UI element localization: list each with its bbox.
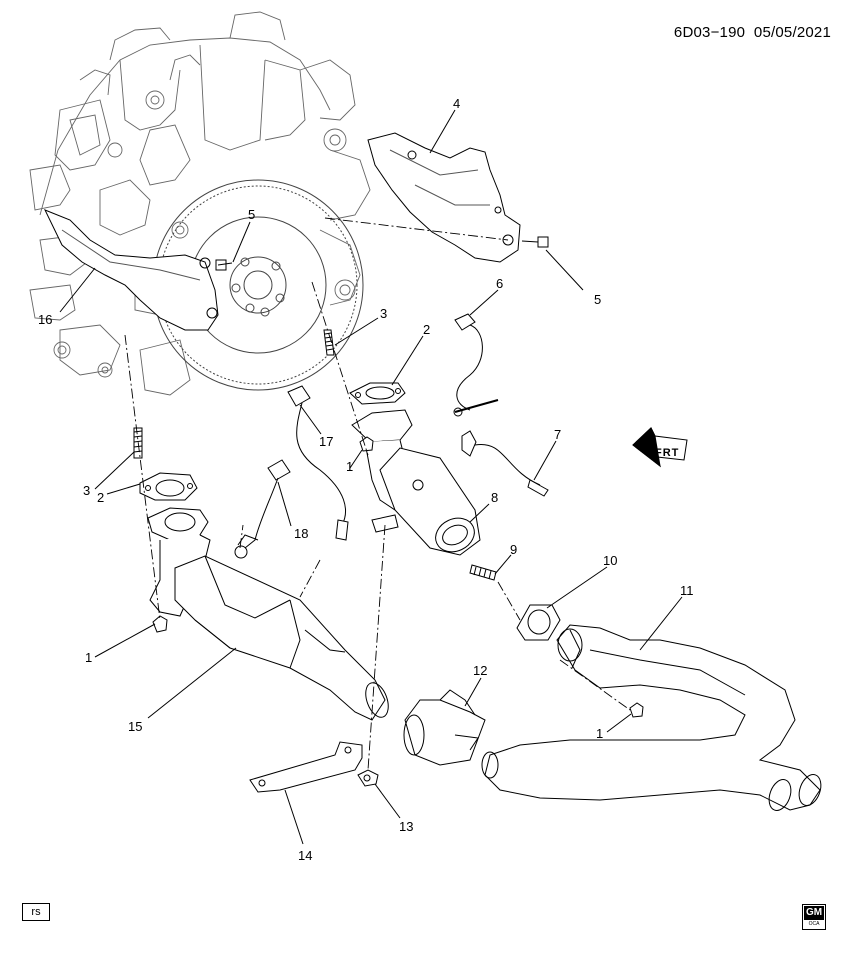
- stud-9: [469, 564, 497, 581]
- callout-leaders: [59, 109, 683, 845]
- engine-block: [29, 11, 371, 396]
- y-pipe-11: [481, 624, 822, 811]
- callout-13: 13: [399, 819, 414, 834]
- callout-7: 7: [554, 427, 562, 442]
- callout-9: 9: [510, 542, 518, 557]
- gasket-2-right: [349, 382, 406, 405]
- callout-5-right: 5: [594, 292, 602, 307]
- flywheel: [152, 179, 364, 391]
- callout-15: 15: [128, 719, 143, 734]
- diagram-date: 05/05/2021: [753, 24, 831, 41]
- callout-10: 10: [603, 553, 618, 568]
- callout-18: 18: [294, 526, 309, 541]
- catalytic-converter-8: [351, 409, 481, 556]
- clamp-12: [403, 689, 486, 766]
- gm-logo-subtext: OCA: [808, 921, 820, 927]
- nut-1-right: [629, 702, 644, 718]
- callout-1-right: 1: [596, 726, 604, 741]
- alignment-lines: [124, 217, 631, 771]
- nut-13: [357, 769, 379, 787]
- heat-shield-4: [367, 132, 521, 263]
- callout-8: 8: [491, 490, 499, 505]
- callout-1-left: 1: [85, 650, 93, 665]
- callout-2-right: 2: [423, 322, 431, 337]
- callout-17: 17: [319, 434, 334, 449]
- callout-11: 11: [680, 583, 694, 598]
- bolt-5-right: [521, 236, 549, 248]
- gasket-10: [516, 604, 561, 641]
- oxygen-sensor-6: [453, 313, 499, 417]
- gasket-2-left: [139, 472, 198, 501]
- callout-5-left: 5: [248, 207, 256, 222]
- gm-logo-icon: GM OCA: [802, 904, 826, 930]
- diagram-code: 6D03−190: [673, 24, 746, 41]
- oxygen-sensor-18: [234, 459, 291, 559]
- stud-3-upper: [323, 329, 335, 356]
- callout-3-upper: 3: [380, 306, 388, 321]
- nut-1-mid: [359, 436, 374, 452]
- callout-12: 12: [473, 663, 488, 678]
- callout-14: 14: [298, 848, 313, 863]
- callout-2-left: 2: [97, 490, 105, 505]
- bolt-5-left: [215, 259, 233, 271]
- callout-6: 6: [496, 276, 504, 291]
- nut-1-left: [152, 615, 168, 633]
- front-arrow-icon: [632, 427, 688, 468]
- front-direction-label: FRT: [655, 447, 680, 459]
- heat-shield-16: [43, 209, 219, 331]
- oxygen-sensor-7: [461, 430, 549, 497]
- catalytic-converter-15: [147, 507, 389, 721]
- callout-16: 16: [38, 312, 53, 327]
- callout-1-mid: 1: [346, 459, 354, 474]
- callout-3-lower: 3: [83, 483, 91, 498]
- diagram-header: 6D03−190 05/05/2021: [674, 24, 831, 41]
- footer-code-box: rs: [22, 903, 50, 921]
- callout-4: 4: [453, 96, 461, 111]
- gm-logo-text: GM: [804, 906, 824, 920]
- oxygen-sensor-17: [287, 385, 349, 541]
- bracket-14: [249, 741, 363, 793]
